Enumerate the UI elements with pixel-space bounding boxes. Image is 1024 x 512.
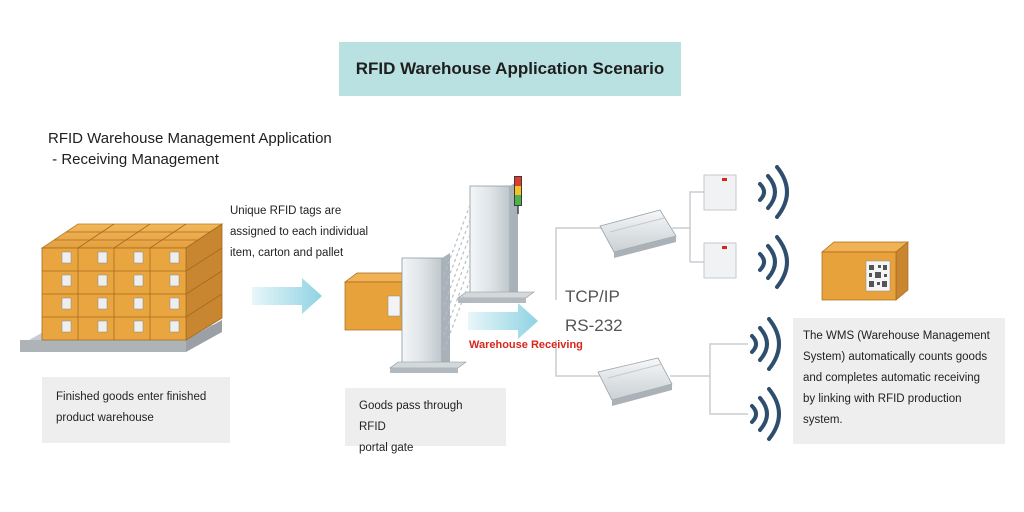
caption-finished-goods: Finished goods enter finished product wa… bbox=[42, 377, 230, 443]
caption-line: and completes automatic receiving bbox=[803, 372, 981, 384]
rs-232-label: RS-232 bbox=[565, 316, 623, 335]
tag-note-line-3: item, carton and pallet bbox=[230, 247, 344, 259]
received-carton bbox=[821, 241, 909, 301]
carton-at-gate bbox=[343, 272, 416, 331]
flow-arrow-1 bbox=[252, 278, 322, 314]
connection-lines bbox=[555, 191, 748, 415]
tcp-ip-label: TCP/IP bbox=[565, 287, 620, 306]
rfid-portal-gate bbox=[389, 176, 535, 373]
wireless-signal-icon bbox=[758, 235, 789, 289]
wireless-signal-icon bbox=[750, 317, 781, 371]
tag-note-line-2: assigned to each individual bbox=[230, 226, 369, 238]
rfid-reader-top bbox=[599, 209, 677, 258]
section-heading: RFID Warehouse Management Application - … bbox=[48, 128, 332, 170]
wireless-signal-icon bbox=[750, 387, 781, 441]
rfid-antenna-top bbox=[703, 174, 737, 211]
caption-line: product warehouse bbox=[56, 412, 154, 424]
caption-line: Finished goods enter finished bbox=[56, 391, 207, 403]
caption-line: The WMS (Warehouse Management bbox=[803, 330, 990, 342]
wireless-signal-icon bbox=[758, 165, 789, 219]
caption-line: portal gate bbox=[359, 442, 414, 454]
rfid-reader-bottom bbox=[597, 357, 673, 406]
caption-line: System) automatically counts goods bbox=[803, 351, 988, 363]
rfid-tag-note: Unique RFID tags are assigned to each in… bbox=[230, 201, 368, 264]
diagram-title-box: RFID Warehouse Application Scenario bbox=[339, 42, 681, 96]
rfid-antenna-middle bbox=[703, 242, 737, 279]
caption-line: by linking with RFID production bbox=[803, 393, 962, 405]
caption-portal-gate: Goods pass through RFID portal gate bbox=[345, 388, 506, 454]
warehouse-receiving-label: Warehouse Receiving bbox=[469, 339, 583, 351]
heading-line-1: RFID Warehouse Management Application bbox=[48, 130, 332, 147]
caption-line: Goods pass through RFID bbox=[359, 400, 463, 433]
heading-line-2: - Receiving Management bbox=[48, 151, 219, 168]
pallet-of-cartons bbox=[20, 223, 224, 352]
caption-wms-receiving: The WMS (Warehouse Management System) au… bbox=[793, 318, 1005, 444]
flow-arrow-2 bbox=[468, 303, 538, 339]
caption-line: system. bbox=[803, 414, 843, 426]
tag-note-line-1: Unique RFID tags are bbox=[230, 205, 342, 217]
diagram-title: RFID Warehouse Application Scenario bbox=[355, 59, 665, 78]
